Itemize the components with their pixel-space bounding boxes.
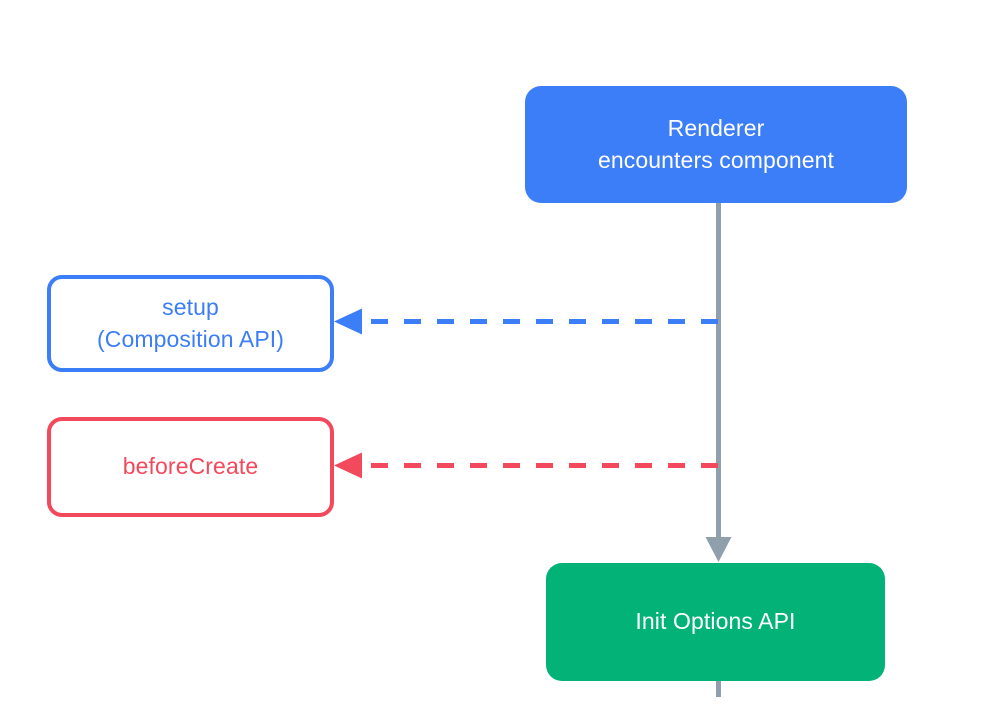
node-before-create[interactable]: beforeCreate	[47, 417, 334, 517]
edge-renderer-to-setup	[334, 308, 718, 335]
node-init-options-api[interactable]: Init Options API	[546, 563, 885, 681]
arrowhead-left-setup	[334, 308, 362, 335]
edge-renderer-to-init-options	[705, 202, 732, 562]
arrowhead-down-init-options	[705, 537, 732, 562]
node-renderer[interactable]: Renderer encounters component	[525, 86, 907, 203]
arrowhead-left-before-create	[334, 452, 362, 479]
edge-renderer-to-before-create	[334, 452, 718, 479]
node-setup-composition-api[interactable]: setup (Composition API)	[47, 275, 334, 372]
